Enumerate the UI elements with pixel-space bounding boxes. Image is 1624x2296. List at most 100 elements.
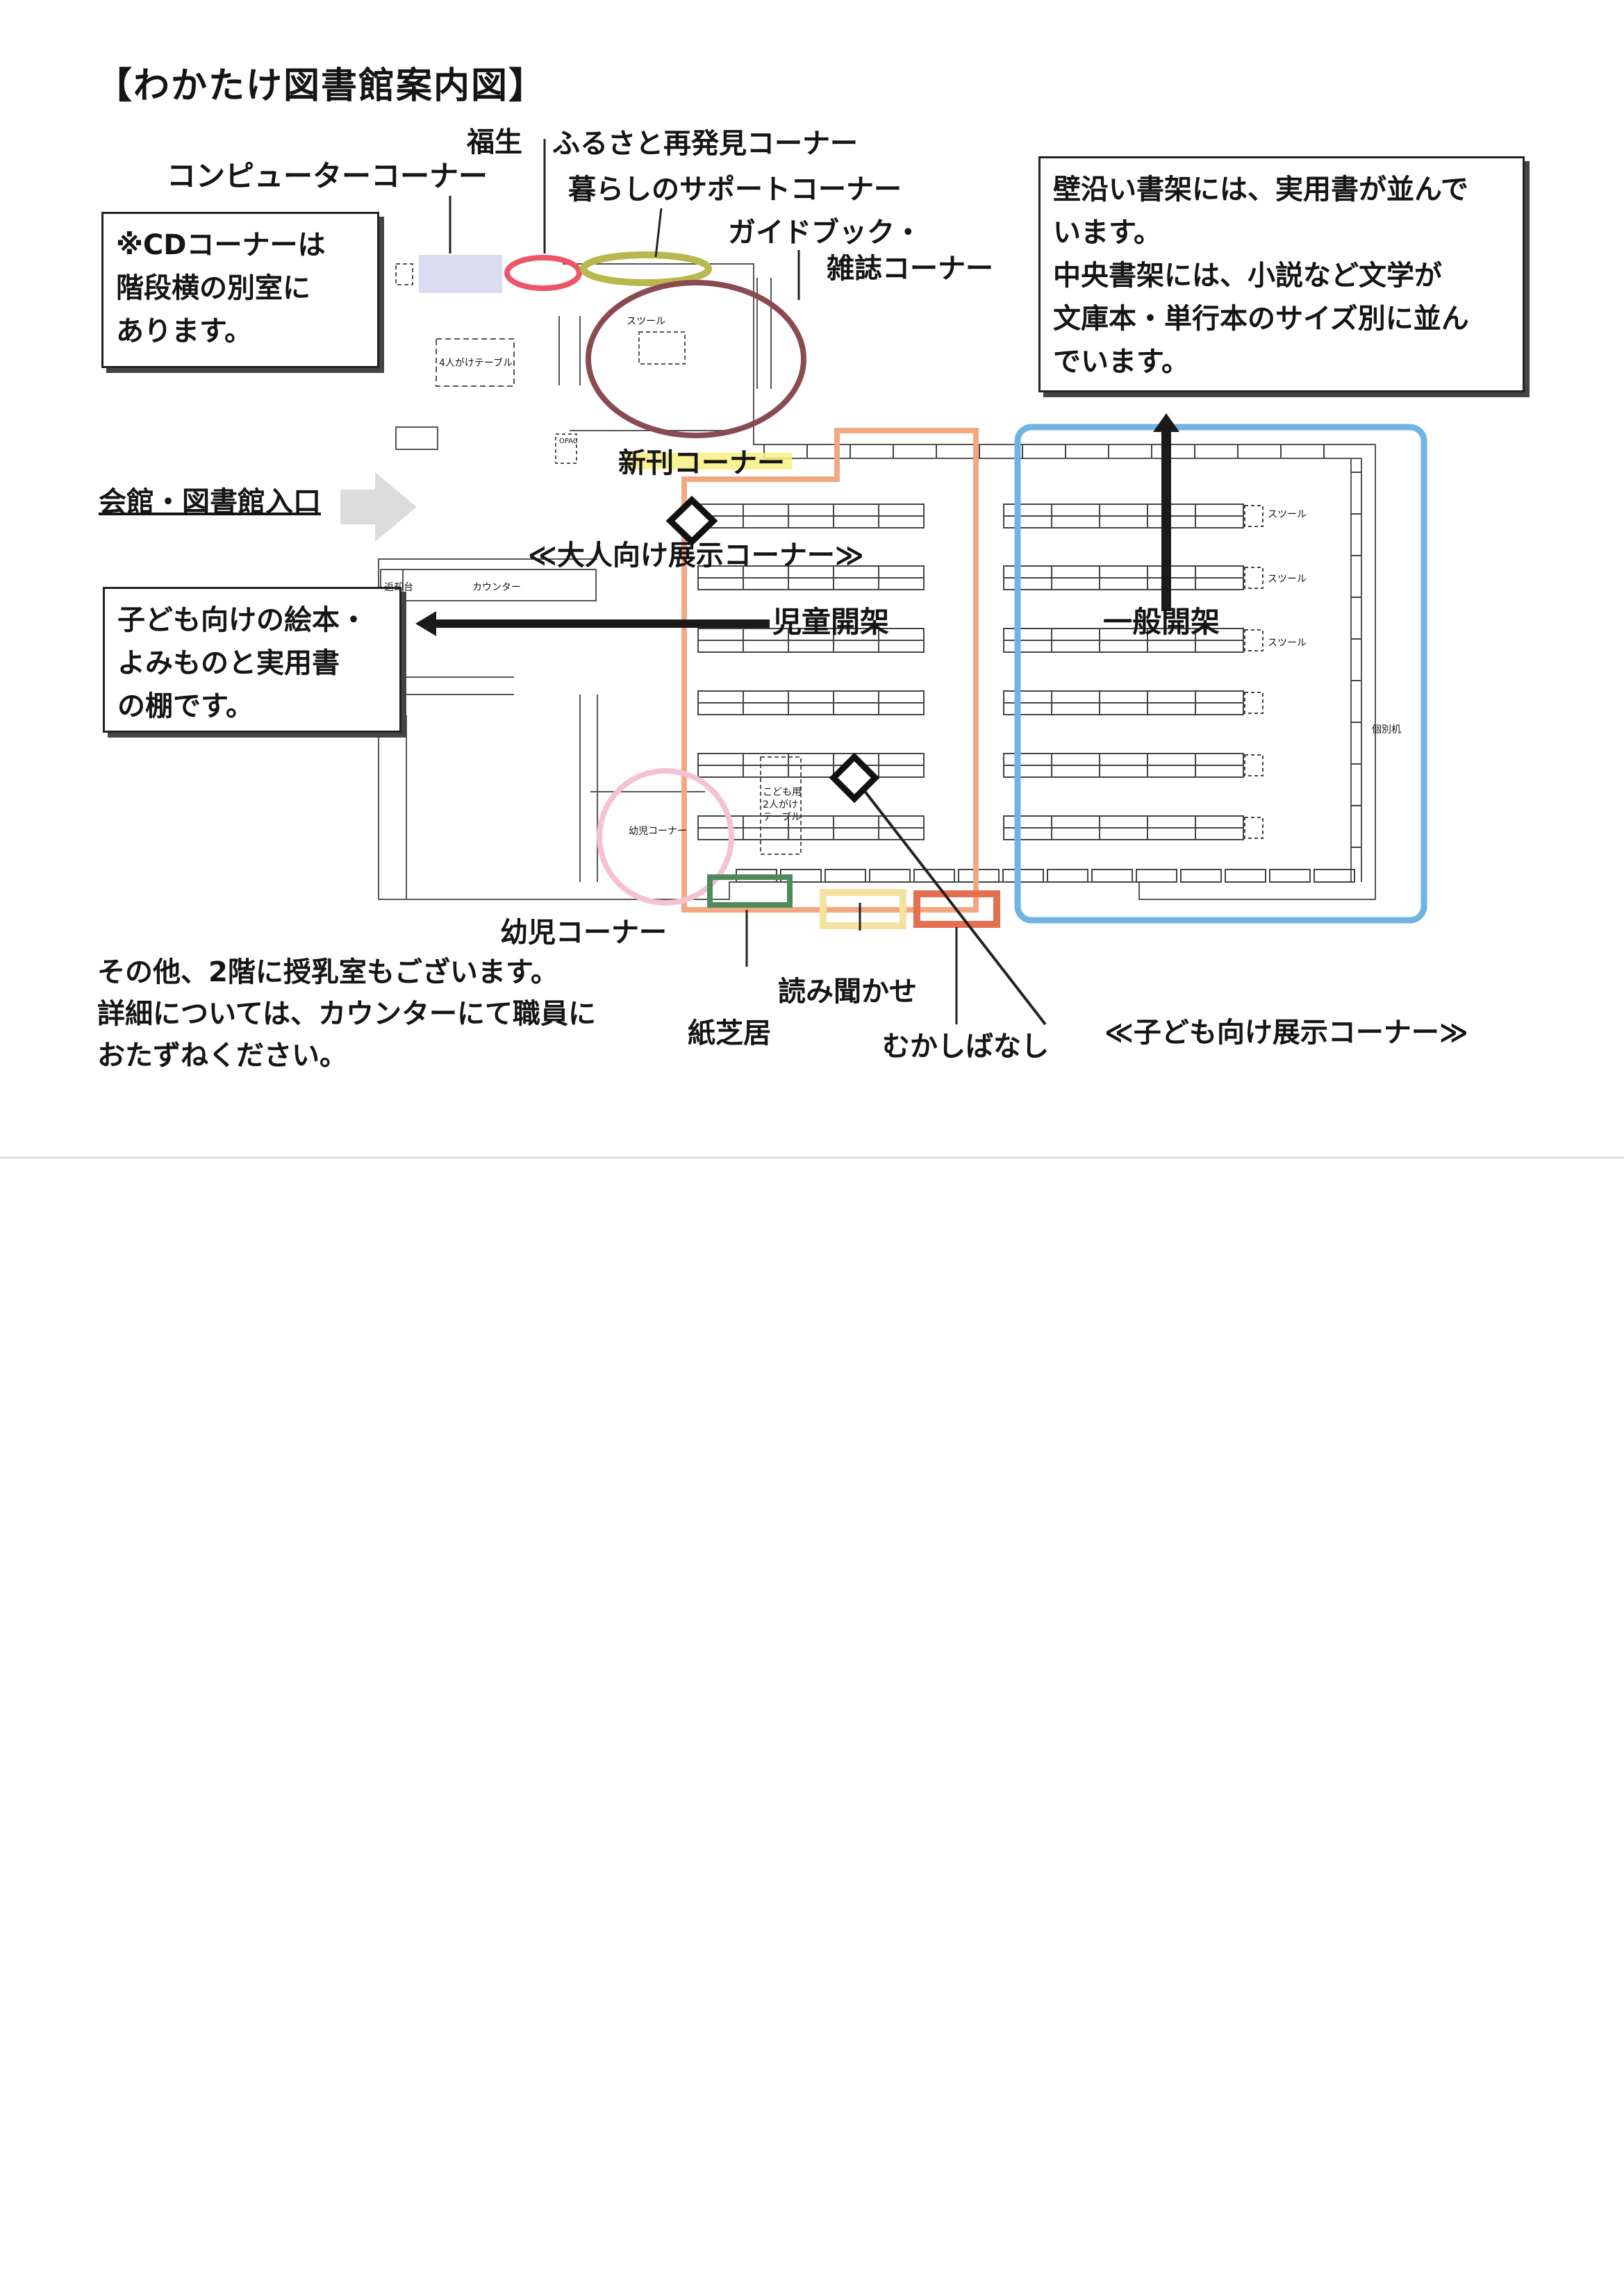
bookshelf [1136, 869, 1177, 883]
children-stacks-highlight [681, 428, 979, 913]
label-entrance: 会館・図書館入口 [99, 486, 321, 518]
stool [1244, 754, 1263, 776]
bookshelf [825, 869, 866, 883]
small-kids-table-3: テーブル [763, 812, 802, 823]
page-title: 【わかたけ図書館案内図】 [96, 65, 547, 107]
small-return-desk: 返却台 [384, 582, 413, 593]
label-adult-display-corner: ≪大人向け展示コーナー≫ [528, 540, 864, 572]
bookshelf [1180, 869, 1222, 883]
label-welfare: 福生 [467, 126, 522, 158]
small-table4: 4人がけテーブル [439, 358, 513, 369]
children-note-line: よみものと実用書 [117, 647, 340, 679]
kids-table [760, 756, 802, 855]
stool [1244, 692, 1263, 714]
bookshelf [1002, 869, 1044, 883]
label-general-stacks: 一般開架 [1103, 605, 1220, 639]
shelf-note-box: 壁沿い書架には、実用書が並んで います。 中央書架には、小説など文学が 文庫本・… [1038, 156, 1525, 392]
label-hometown-corner: ふるさと再発見コーナー [552, 128, 858, 160]
wall-shelf-ticks [736, 444, 1361, 883]
general-stacks-arrow-shaft [1161, 431, 1171, 611]
small-counter: カウンター [472, 582, 521, 593]
guidebook-magazine-highlight [586, 280, 806, 438]
right-wall-shelves [1350, 458, 1362, 882]
stool [1244, 629, 1263, 651]
small-kids-table-1: こども用 [763, 787, 802, 798]
label-life-support-corner: 暮らしのサポートコーナー [568, 174, 902, 206]
children-stacks-arrow-shaft [434, 619, 770, 628]
cd-note-line: ※CDコーナーは [116, 229, 326, 261]
top-wall-shelves [764, 444, 1361, 459]
shelf-rows [697, 504, 1263, 840]
footer-note: その他、2階に授乳室もございます。 詳細については、カウンターにて職員に おたず… [97, 951, 596, 1076]
computer-corner-highlight [419, 255, 502, 293]
left-arrow-icon [415, 611, 436, 636]
label-children-display-corner: ≪子ども向け展示コーナー≫ [1104, 1017, 1468, 1049]
bookshelf [1091, 869, 1133, 883]
label-kamishibai: 紙芝居 [688, 1017, 771, 1049]
children-note-line: 子ども向けの絵本・ [117, 604, 367, 636]
cd-note-line: 階段横の別室に [116, 272, 310, 304]
entrance-arrow-icon [340, 472, 417, 542]
stool [1244, 567, 1263, 589]
small-stool-upper: スツール [627, 316, 665, 327]
new-books-highlight [625, 453, 792, 469]
children-display-diamond-icon [829, 752, 880, 804]
leader-lines-bottom [745, 903, 958, 1024]
cd-note-line: あります。 [116, 315, 252, 347]
bookshelf [1225, 869, 1266, 883]
label-guidebook-line1: ガイドブック・ [728, 217, 922, 249]
children-note-line: の棚です。 [117, 690, 254, 722]
label-storytelling: 読み聞かせ [778, 976, 917, 1008]
table-4-seat [436, 338, 515, 387]
label-children-stacks: 児童開架 [772, 605, 890, 639]
children-note-box: 子ども向けの絵本・ よみものと実用書 の棚です。 [103, 587, 401, 733]
footer-note-line: 詳細については、カウンターにて職員に [97, 998, 596, 1030]
footer-note-line: その他、2階に授乳室もございます。 [97, 956, 558, 988]
label-folk-tales: むかしばなし [882, 1031, 1049, 1063]
building-outline [378, 263, 1376, 900]
small-stool-2: スツール [1268, 574, 1307, 585]
bookshelf [1047, 869, 1088, 883]
small-kids-table-2: 2人がけ [763, 799, 798, 810]
infant-area-walls [406, 715, 705, 899]
shelf-note-line: 文庫本・単行本のサイズ別に並ん [1053, 303, 1469, 335]
bookshelf [869, 869, 911, 883]
counter-desk [380, 569, 597, 601]
cd-note-box: ※CDコーナーは 階段横の別室に あります。 [101, 212, 379, 368]
stool [1244, 817, 1263, 839]
small-stool-1: スツール [1268, 509, 1307, 520]
bookshelf [1269, 869, 1311, 883]
footer-note-line: おたずねください。 [97, 1040, 347, 1072]
stool-table [638, 331, 686, 365]
small-study-desk: 個別机 [1372, 724, 1401, 735]
welfare-corner-highlight [504, 255, 582, 291]
counter-area-shelves [381, 569, 598, 882]
infant-corner-highlight [597, 768, 734, 906]
bookshelf [1314, 869, 1355, 883]
stool [1244, 505, 1263, 527]
label-infant-corner: 幼児コーナー [500, 917, 667, 949]
up-arrow-icon [1153, 413, 1179, 432]
storytelling-highlight [820, 889, 906, 929]
small-infant-corner: 幼児コーナー [629, 826, 687, 837]
label-new-books-corner: 新刊コーナー [618, 447, 785, 479]
shelf-note-line: 中央書架には、小説など文学が [1053, 260, 1442, 292]
small-opac: OPAC [559, 438, 578, 445]
entrance-mat [395, 426, 438, 450]
kamishibai-highlight [707, 874, 793, 908]
folk-tales-highlight [913, 890, 1000, 928]
life-support-corner-highlight [580, 251, 712, 286]
cd-door [395, 263, 413, 285]
small-stool-3: スツール [1268, 638, 1307, 649]
children-display-pointer [853, 776, 1047, 1026]
general-stacks-highlight [1014, 424, 1427, 924]
adult-display-diamond-icon [665, 495, 718, 547]
label-computer-corner: コンピューターコーナー [167, 159, 488, 193]
shelf-note-line: 壁沿い書架には、実用書が並んで [1053, 174, 1468, 206]
label-guidebook-line2: 雑誌コーナー [827, 253, 993, 285]
shelf-note-line: います。 [1053, 217, 1161, 249]
shelf-note-line: でいます。 [1053, 346, 1189, 378]
leader-lines [449, 139, 800, 300]
